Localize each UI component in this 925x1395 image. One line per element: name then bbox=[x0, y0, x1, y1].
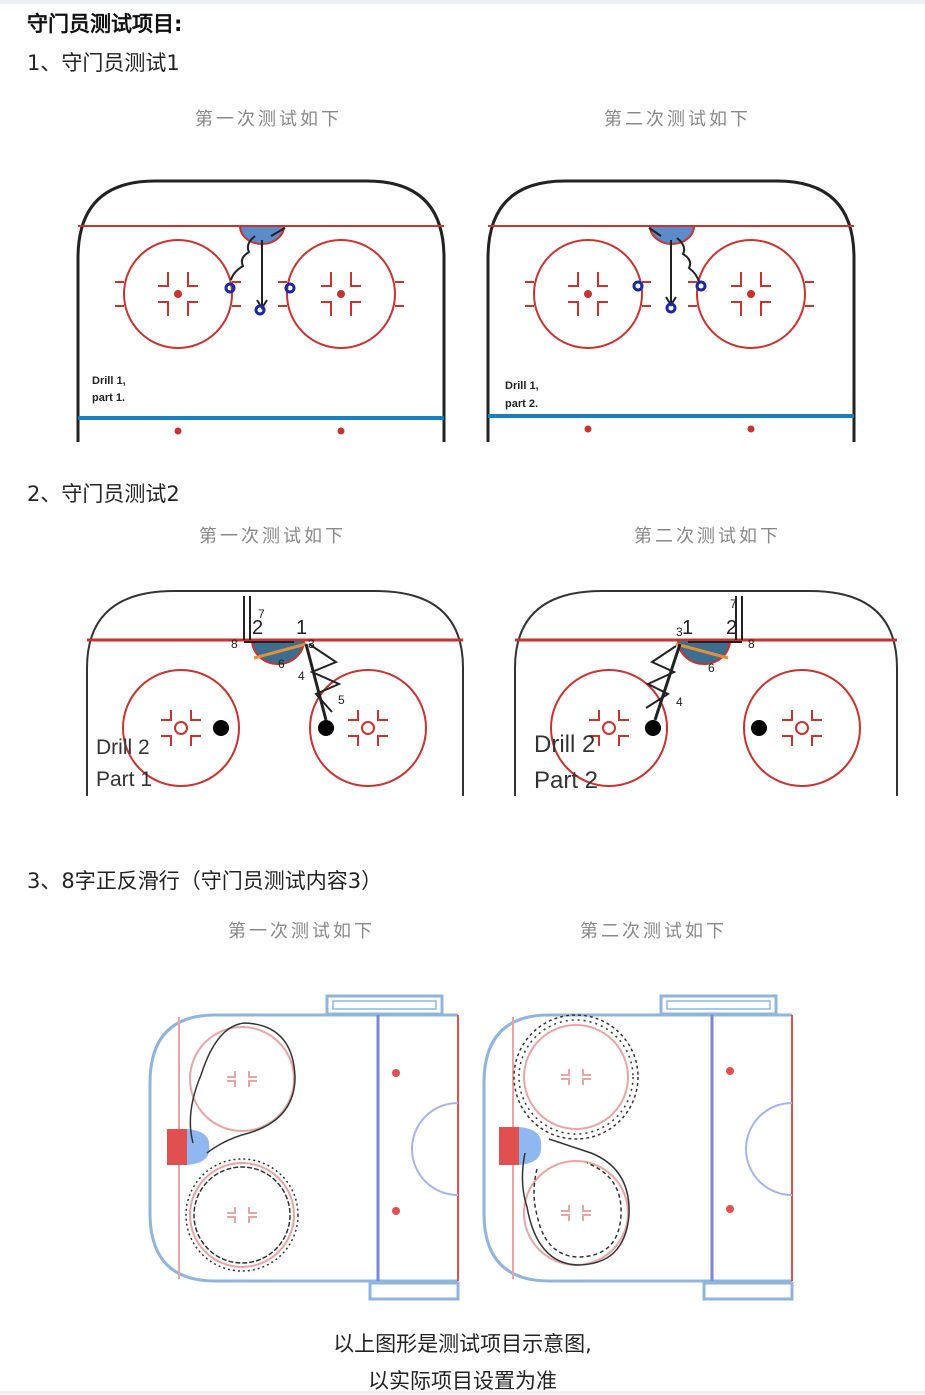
svg-text:1: 1 bbox=[682, 617, 693, 639]
caption-second-test-1: 第二次测试如下 bbox=[604, 109, 751, 130]
svg-text:7: 7 bbox=[258, 607, 265, 621]
section-title-3: 3、8字正反滑行（守门员测试内容3） bbox=[27, 869, 383, 893]
svg-text:4: 4 bbox=[298, 669, 305, 683]
svg-text:5: 5 bbox=[338, 693, 345, 707]
svg-text:2: 2 bbox=[252, 617, 263, 639]
section-title-2: 2、守门员测试2 bbox=[27, 482, 180, 506]
footer-note-line-2: 以实际项目设置为准 bbox=[368, 1369, 557, 1393]
page-heading: 守门员测试项目: bbox=[27, 12, 183, 36]
svg-text:3: 3 bbox=[676, 625, 683, 639]
drill2-part2-label-line1: Drill 2 bbox=[534, 731, 595, 758]
svg-text:8: 8 bbox=[231, 637, 238, 651]
drill2-part2-label-line2: Part 2 bbox=[534, 767, 598, 794]
drill1-part1-label-line1: Drill 1, bbox=[92, 375, 126, 387]
svg-text:7: 7 bbox=[730, 597, 737, 611]
top-divider bbox=[0, 0, 925, 4]
drill2-part2-diagram: 1 2 7 8 3 6 4 Drill 2 Part 2 bbox=[514, 590, 898, 796]
footer-note-line-1: 以上图形是测试项目示意图, bbox=[333, 1332, 592, 1356]
caption-second-test-2: 第二次测试如下 bbox=[634, 526, 781, 547]
drill2-part1-label-line2: Part 1 bbox=[96, 768, 152, 791]
caption-first-test-2: 第一次测试如下 bbox=[199, 526, 346, 547]
svg-text:3: 3 bbox=[308, 637, 315, 651]
drill2-part1-diagram: 2 1 7 8 3 6 4 5 Drill 2 Part 1 bbox=[86, 590, 464, 796]
svg-text:8: 8 bbox=[748, 637, 755, 651]
svg-text:4: 4 bbox=[676, 695, 683, 709]
section-title-1: 1、守门员测试1 bbox=[27, 51, 180, 75]
bottom-divider bbox=[0, 1391, 925, 1394]
svg-text:6: 6 bbox=[278, 657, 285, 671]
drill2-part1-label-line1: Drill 2 bbox=[96, 736, 150, 759]
figure-eight-forward-diagram bbox=[148, 994, 460, 1301]
caption-first-test-1: 第一次测试如下 bbox=[195, 109, 342, 130]
figure-eight-reverse-diagram bbox=[482, 994, 794, 1301]
drill1-part1-label-line2: part 1. bbox=[92, 392, 125, 404]
drill1-part2-diagram: Drill 1, part 2. bbox=[486, 179, 856, 442]
caption-second-test-3: 第二次测试如下 bbox=[580, 921, 727, 942]
svg-text:1: 1 bbox=[296, 617, 307, 639]
svg-text:6: 6 bbox=[708, 661, 715, 675]
caption-first-test-3: 第一次测试如下 bbox=[228, 921, 375, 942]
svg-text:2: 2 bbox=[726, 617, 737, 639]
drill1-part1-diagram: Drill 1, part 1. bbox=[76, 179, 446, 442]
drill1-part2-label-line1: Drill 1, bbox=[505, 380, 539, 392]
drill1-part2-label-line2: part 2. bbox=[505, 398, 538, 410]
